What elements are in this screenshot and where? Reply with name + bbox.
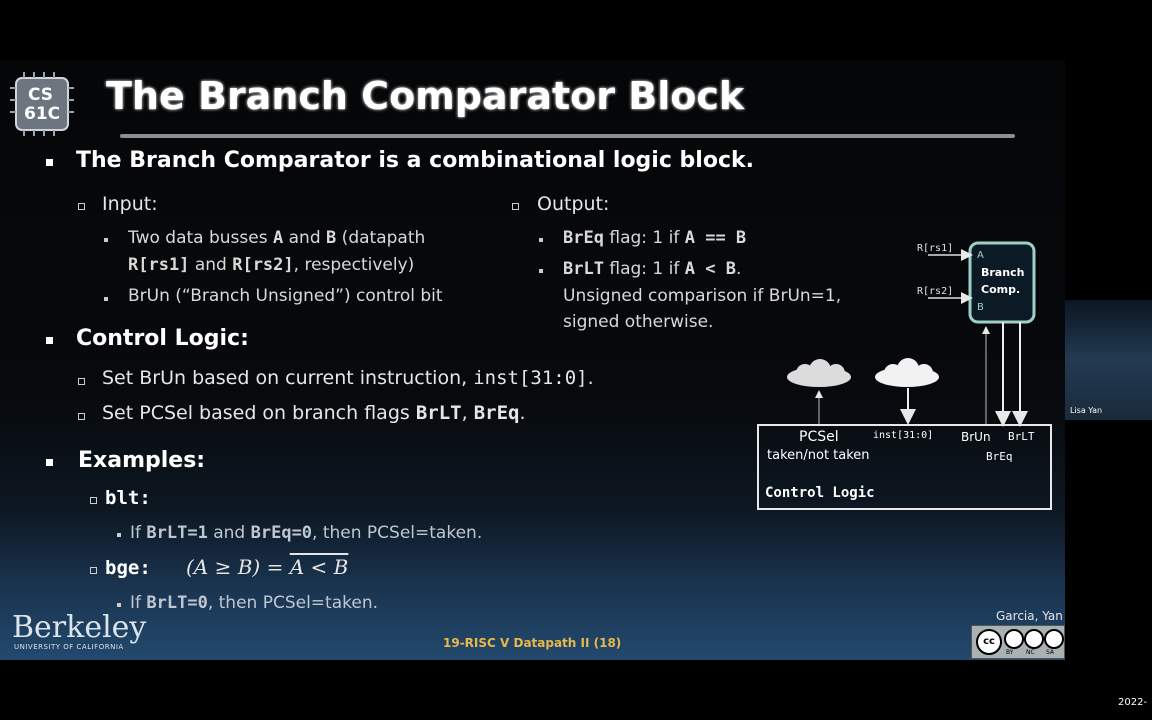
title-divider: [120, 134, 1015, 138]
berkeley-logo: Berkeley: [12, 610, 147, 645]
diagram-block-line2: Comp.: [981, 283, 1021, 296]
input-item-1-line1: Two data busses A and B (datapath: [128, 228, 426, 248]
item-marker: [104, 297, 108, 301]
output-item-1: BrEq flag: 1 if A == B: [563, 228, 747, 248]
university-label: UNIVERSITY OF CALIFORNIA: [14, 643, 124, 651]
item-marker: [117, 603, 121, 607]
bullet2-heading: Control Logic:: [76, 326, 249, 351]
webcam-thumbnail: [1065, 300, 1152, 420]
bullet3-heading: Examples:: [78, 448, 206, 473]
timestamp: 2022-: [1118, 697, 1148, 708]
authors: Garcia, Yan: [996, 609, 1063, 623]
sub-bullet-marker: [78, 203, 85, 210]
diagram-inst: inst[31:0]: [873, 430, 934, 441]
bullet-marker: [46, 159, 53, 166]
output-label: Output:: [537, 193, 610, 215]
diagram-rs1: R[rs1]: [917, 243, 954, 254]
diagram-taken: taken/not taken: [767, 448, 870, 463]
diagram-pcsel: PCSel: [799, 429, 839, 445]
cc-by-label: BY: [1006, 649, 1014, 656]
bge-condition: If BrLT=0, then PCSel=taken.: [130, 593, 379, 613]
logo-line2: 61C: [24, 104, 61, 124]
page-title: The Branch Comparator Block: [106, 74, 745, 118]
bge-formula: (A ≥ B) = A < B: [186, 555, 349, 579]
by-icon: [1004, 629, 1024, 649]
output-item-2-line3: signed otherwise.: [563, 312, 714, 332]
bge-label: bge:: [105, 557, 151, 579]
item-marker: [117, 533, 121, 537]
diagram-brlt: BrLT: [1008, 430, 1035, 443]
cs61c-logo: CS 61C: [10, 72, 74, 136]
blt-condition: If BrLT=1 and BrEq=0, then PCSel=taken.: [130, 523, 483, 543]
bullet-marker: [46, 459, 53, 466]
diagram-breq: BrEq: [986, 450, 1013, 463]
item-marker: [539, 238, 543, 242]
input-item-1-line2: R[rs1] and R[rs2], respectively): [128, 255, 415, 275]
bullet1-heading: The Branch Comparator is a combinational…: [76, 148, 754, 173]
cc-sa-label: SA: [1046, 649, 1055, 656]
blt-label: blt:: [105, 487, 151, 509]
sa-icon: [1044, 629, 1064, 649]
sub-bullet-marker: [90, 497, 97, 504]
bullet-marker: [46, 337, 53, 344]
input-item-2: BrUn (“Branch Unsigned”) control bit: [128, 286, 443, 306]
diagram-block-line1: Branch: [981, 266, 1025, 279]
nc-icon: [1024, 629, 1044, 649]
sub-bullet-marker: [512, 203, 519, 210]
diagram-brun: BrUn: [961, 430, 991, 444]
input-label: Input:: [102, 193, 158, 215]
item-marker: [539, 269, 543, 273]
lecture-label: 19-RISC V Datapath II (18): [443, 636, 622, 650]
cc-icon: cc: [976, 629, 1002, 655]
cc-nc-label: NC: [1026, 649, 1035, 656]
diagram-port-a: A: [977, 250, 984, 261]
sub-bullet-marker: [78, 413, 85, 420]
control-item-1: Set BrUn based on current instruction, i…: [102, 367, 594, 389]
diagram-port-b: B: [977, 302, 984, 313]
item-marker: [104, 238, 108, 242]
output-item-2: BrLT flag: 1 if A < B.: [563, 259, 742, 279]
diagram-rs2: R[rs2]: [917, 286, 954, 297]
cc-license-badge: cc BY NC SA: [971, 625, 1065, 659]
sub-bullet-marker: [78, 378, 85, 385]
chip-icon: [10, 72, 74, 136]
diagram-control-logic: Control Logic: [765, 485, 875, 501]
slide: [0, 60, 1065, 660]
logo-line1: CS: [28, 85, 54, 105]
webcam-name: Lisa Yan: [1070, 406, 1103, 415]
sub-bullet-marker: [90, 567, 97, 574]
control-item-2: Set PCSel based on branch flags BrLT, Br…: [102, 402, 526, 424]
output-item-2-line2: Unsigned comparison if BrUn=1,: [563, 286, 842, 306]
